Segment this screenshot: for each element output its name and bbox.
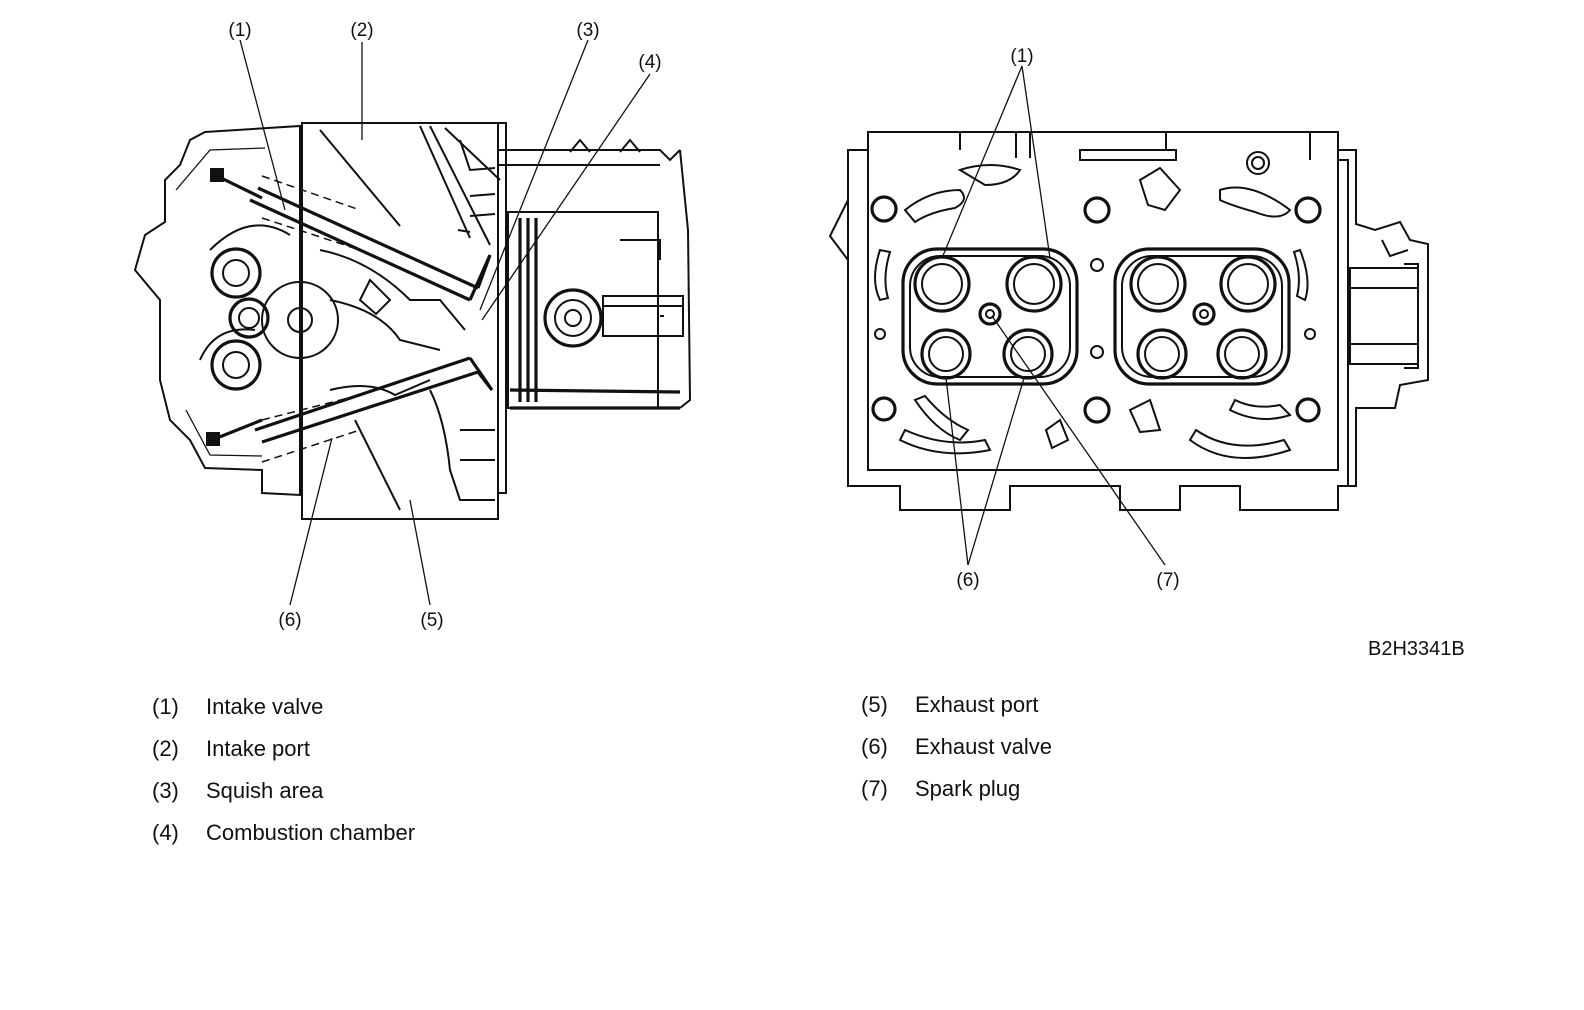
legend-number: (3) [152, 778, 179, 803]
legend-left: (1) Intake valve (2) Intake port (3) Squish… [152, 694, 492, 854]
legend-number: (4) [152, 820, 179, 845]
callout-5-left: (5) [420, 610, 443, 631]
legend-number: (7) [861, 776, 888, 801]
head-bottom-view-drawing [828, 131, 1429, 511]
legend-label: Spark plug [915, 776, 1021, 801]
callout-labels-left: (1) (2) (3) (4) (5) (6) [228, 20, 661, 631]
legend-number: (1) [152, 694, 179, 719]
callout-1-right: (1) [1010, 46, 1033, 67]
cross-section-drawing [133, 122, 692, 520]
callout-7-right: (7) [1156, 570, 1179, 591]
legend-label: Intake valve [206, 694, 324, 719]
figure-code: B2H3341B [1368, 638, 1465, 660]
legend-label: Exhaust valve [915, 734, 1052, 759]
legend-label: Exhaust port [915, 692, 1039, 717]
legend-number: (2) [152, 736, 179, 761]
callout-6-left: (6) [278, 610, 301, 631]
legend-number: (6) [861, 734, 888, 759]
leader-lines-right [941, 65, 1166, 566]
legend-label: Combustion chamber [206, 820, 416, 845]
callout-4-left: (4) [638, 52, 661, 73]
callout-2-left: (2) [350, 20, 373, 41]
legend-label: Intake port [206, 736, 310, 761]
legend-right: (5) Exhaust port (6) Exhaust valve (7) Spar… [861, 692, 1161, 812]
callout-6-right: (6) [956, 570, 979, 591]
callout-1-left: (1) [228, 20, 251, 41]
callout-labels-right: (1) (6) (7) [956, 46, 1179, 591]
leader-lines-left [239, 39, 651, 606]
callout-3-left: (3) [576, 20, 599, 41]
legend-label: Squish area [206, 778, 324, 803]
legend-number: (5) [861, 692, 888, 717]
